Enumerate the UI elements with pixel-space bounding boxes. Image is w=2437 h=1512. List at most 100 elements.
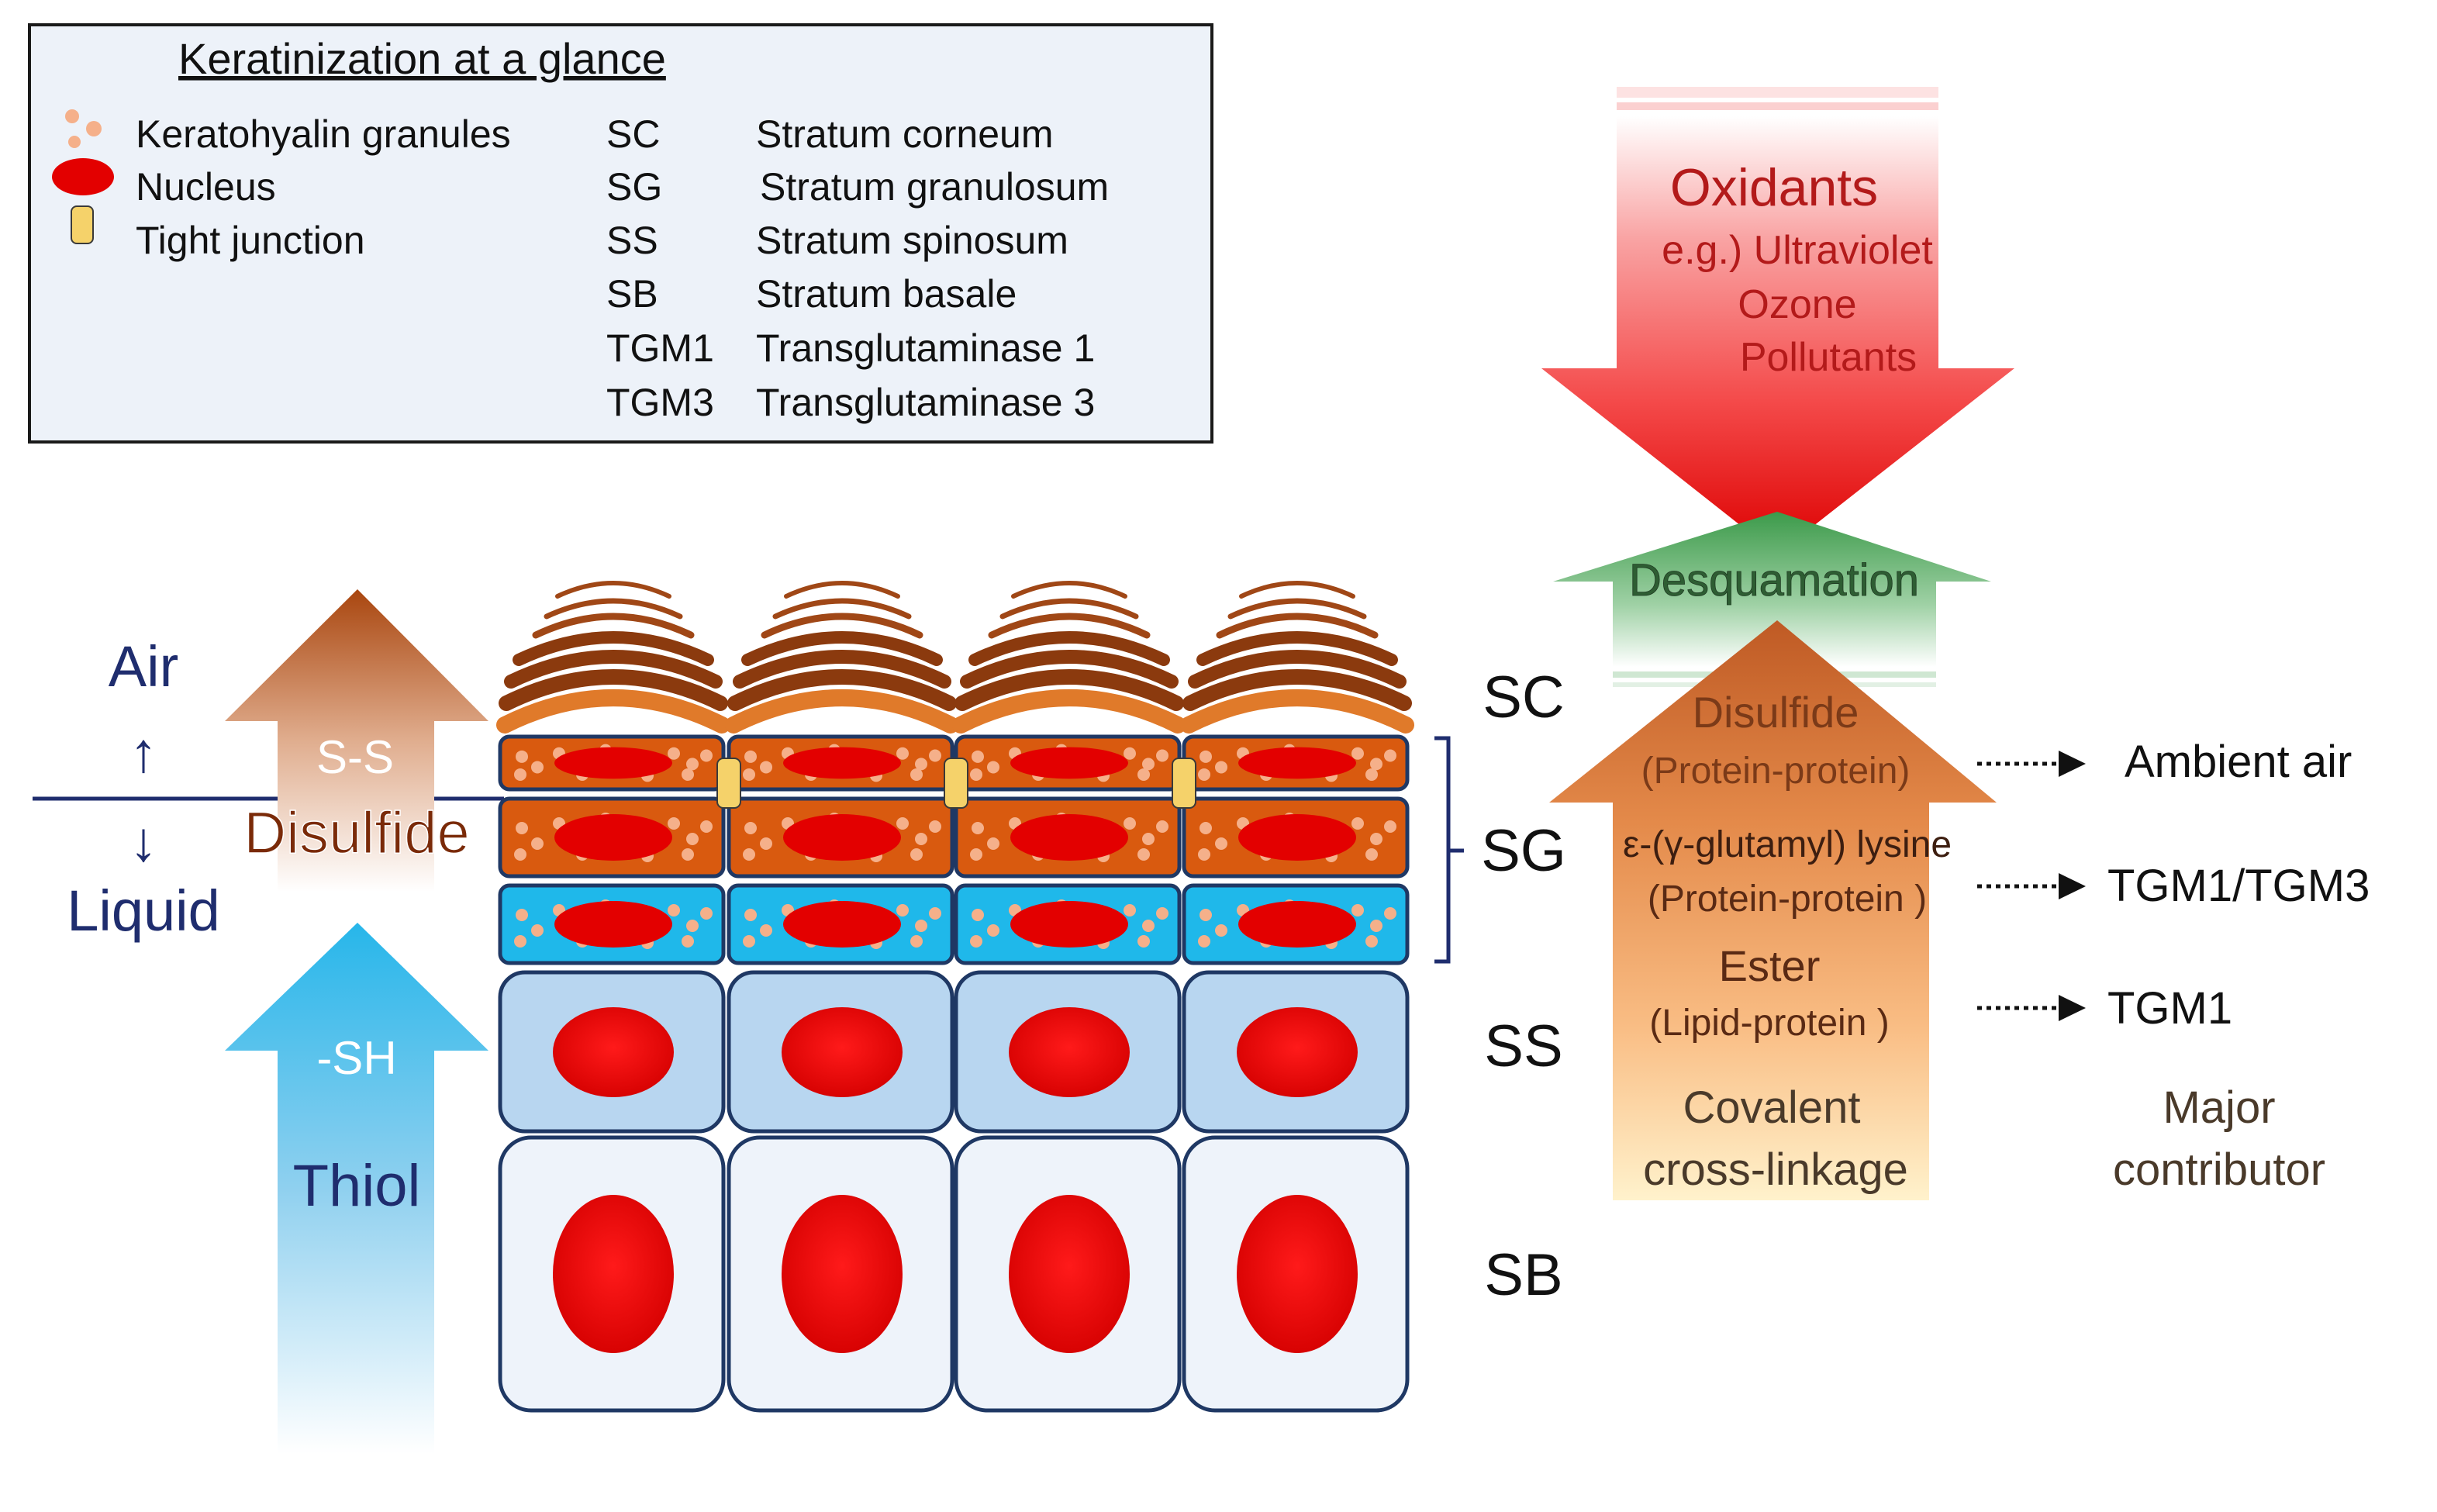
corneocyte [1188, 650, 1407, 689]
keratohyalin-granule [1124, 747, 1136, 760]
layer-labels: SC SG SS SB [1434, 665, 1566, 1308]
corneocyte [1196, 631, 1398, 666]
keratohyalin-granule [1384, 749, 1396, 762]
keratohyalin-granule [744, 909, 757, 921]
keratohyalin-granules-icon [65, 109, 102, 148]
keratohyalin-granule [915, 758, 927, 771]
keratohyalin-granule [682, 935, 694, 948]
keratohyalin-granule [1365, 935, 1378, 948]
down-arrow: ↓ [129, 811, 157, 873]
sg-basal-cell [954, 883, 1182, 965]
keratohyalin-granule [896, 817, 909, 830]
keratohyalin-granule [1124, 904, 1136, 917]
keratohyalin-granule [516, 822, 528, 834]
contributors: Ambient air TGM1/TGM3 TGM1 Major contrib… [1977, 737, 2370, 1195]
corneocyte [761, 613, 923, 639]
layer-label-sc: SC [1483, 665, 1565, 730]
oxidant-example-pollutants: Pollutants [1740, 335, 1917, 380]
oxidants-label: Oxidants [1670, 158, 1878, 217]
corneocyte [999, 598, 1139, 620]
nucleus [554, 814, 672, 861]
corneocyte [1180, 689, 1414, 734]
keratohyalin-granule [1351, 817, 1364, 830]
sg-bracket [1434, 736, 1464, 964]
keratohyalin-granule [1351, 904, 1364, 917]
disulfide-arrow: S-S Disulfide [225, 589, 488, 892]
keratohyalin-granule [514, 848, 526, 861]
legend-title: Keratinization at a glance [178, 34, 666, 83]
keratohyalin-granule [743, 935, 755, 948]
nucleus [1009, 1195, 1130, 1353]
keratohyalin-granule [1137, 848, 1150, 861]
nucleus [1010, 814, 1128, 861]
tight-junction-icon [71, 205, 94, 244]
nucleus [783, 747, 901, 779]
keratohyalin-granule [686, 920, 699, 932]
nucleus [554, 747, 672, 779]
keratohyalin-granule [531, 924, 544, 937]
keratohyalin-granule [1137, 935, 1150, 948]
nucleus [1010, 901, 1128, 948]
tight-junction [716, 758, 741, 809]
corneocyte [499, 669, 728, 711]
keratohyalin-granule [516, 750, 528, 763]
legend-abbr: SC [606, 112, 660, 156]
crosslinkage-arrow: Disulfide (Protein-protein) ε-(γ-glutamy… [1549, 620, 1997, 1200]
corneocyte [496, 689, 730, 734]
keratohyalin-granule [1384, 820, 1396, 833]
ss-cell [954, 970, 1182, 1134]
keratohyalin-granule [1351, 747, 1364, 760]
keratohyalin-granule [1365, 768, 1378, 781]
keratohyalin-granule [896, 904, 909, 917]
crosslink-type-isopeptide: (Protein-protein ) [1648, 879, 1927, 920]
tight-junction [1172, 758, 1196, 809]
oxidants-arrow: Oxidants e.g.) Ultraviolet Ozone Polluta… [1541, 87, 2014, 554]
keratohyalin-granule [760, 924, 772, 937]
keratohyalin-granule [929, 820, 941, 833]
corneocyte [532, 613, 695, 639]
up-arrow: ↑ [129, 722, 157, 784]
legend-abbr-full: Transglutaminase 1 [756, 326, 1095, 370]
keratohyalin-granule [1198, 935, 1210, 948]
air-label: Air [109, 634, 178, 699]
keratohyalin-granule [743, 848, 755, 861]
layer-label-ss: SS [1484, 1013, 1562, 1079]
corneocyte [733, 650, 951, 689]
nucleus [782, 1007, 903, 1097]
contributor-ambient-air: Ambient air [2125, 737, 2352, 787]
nucleus-icon [52, 158, 114, 195]
keratohyalin-granule [987, 761, 999, 774]
disulfide-label: Disulfide [243, 800, 469, 866]
arrowhead-ester [2059, 995, 2086, 1021]
corneocyte [954, 669, 1184, 711]
keratohyalin-granule [1200, 822, 1212, 834]
keratohyalin-granule [1198, 768, 1210, 781]
sc-cell-stack [952, 581, 1186, 734]
corneocyte [772, 598, 912, 620]
keratohyalin-granule [743, 768, 755, 781]
sb-cell [498, 1135, 726, 1413]
nucleus [1237, 1007, 1358, 1097]
nucleus [782, 1195, 903, 1353]
keratohyalin-granule [972, 822, 984, 834]
nucleus [1009, 1007, 1130, 1097]
legend-abbr: SS [606, 219, 658, 262]
stratum-basale [498, 1135, 1410, 1413]
legend-symbol-label-granules: Keratohyalin granules [136, 112, 511, 156]
keratohyalin-granule [686, 833, 699, 845]
sg-cell [498, 796, 726, 879]
keratohyalin-granule [910, 768, 923, 781]
keratohyalin-granule [1156, 907, 1168, 920]
keratohyalin-granule [987, 837, 999, 850]
keratohyalin-granule [1200, 909, 1212, 921]
disulfide-symbol: S-S [316, 731, 394, 783]
corneocyte [988, 613, 1151, 639]
legend-abbr: SG [606, 165, 662, 209]
keratohyalin-granule [700, 820, 713, 833]
corneocyte [784, 581, 900, 599]
keratohyalin-granule [1156, 820, 1168, 833]
keratohyalin-granule [531, 761, 544, 774]
desquamation-label: Desquamation [1629, 555, 1919, 606]
nucleus [553, 1195, 674, 1353]
keratohyalin-granule [1200, 750, 1212, 763]
